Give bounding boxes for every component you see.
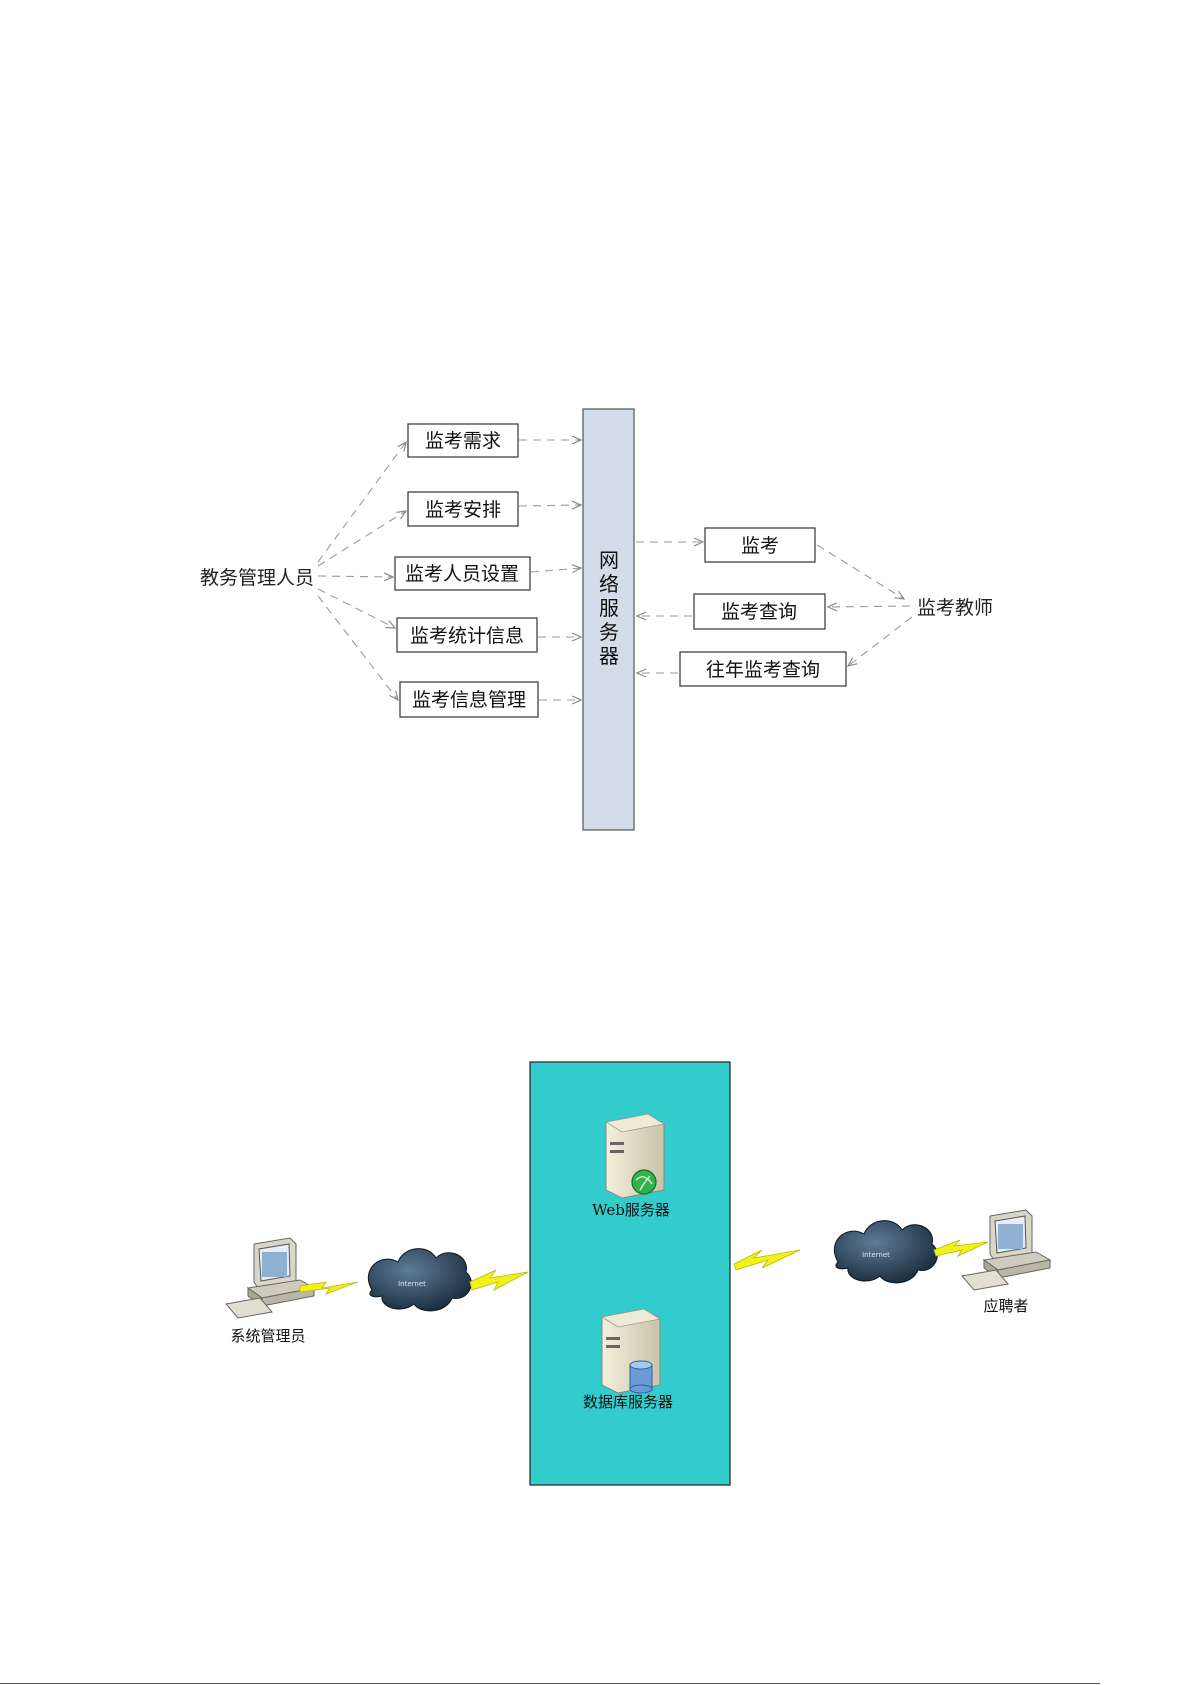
web-server-label: Web服务器 [592,1201,670,1219]
svg-text:Internet: Internet [398,1280,426,1288]
admin-computer-label: 系统管理员 [230,1327,305,1345]
database-server-icon [602,1309,660,1393]
admin-computer-icon [226,1238,314,1318]
svg-text:Internet: Internet [862,1251,890,1259]
internet-cloud-icon: Internet [368,1249,471,1311]
internet-cloud-icon: Internet [834,1221,937,1283]
database-server-label: 数据库服务器 [583,1393,673,1411]
applicant-computer-icon [962,1210,1050,1290]
page-bottom-rule [0,1683,1100,1684]
applicant-computer-label: 应聘者 [983,1297,1028,1315]
web-server-icon [606,1114,664,1198]
